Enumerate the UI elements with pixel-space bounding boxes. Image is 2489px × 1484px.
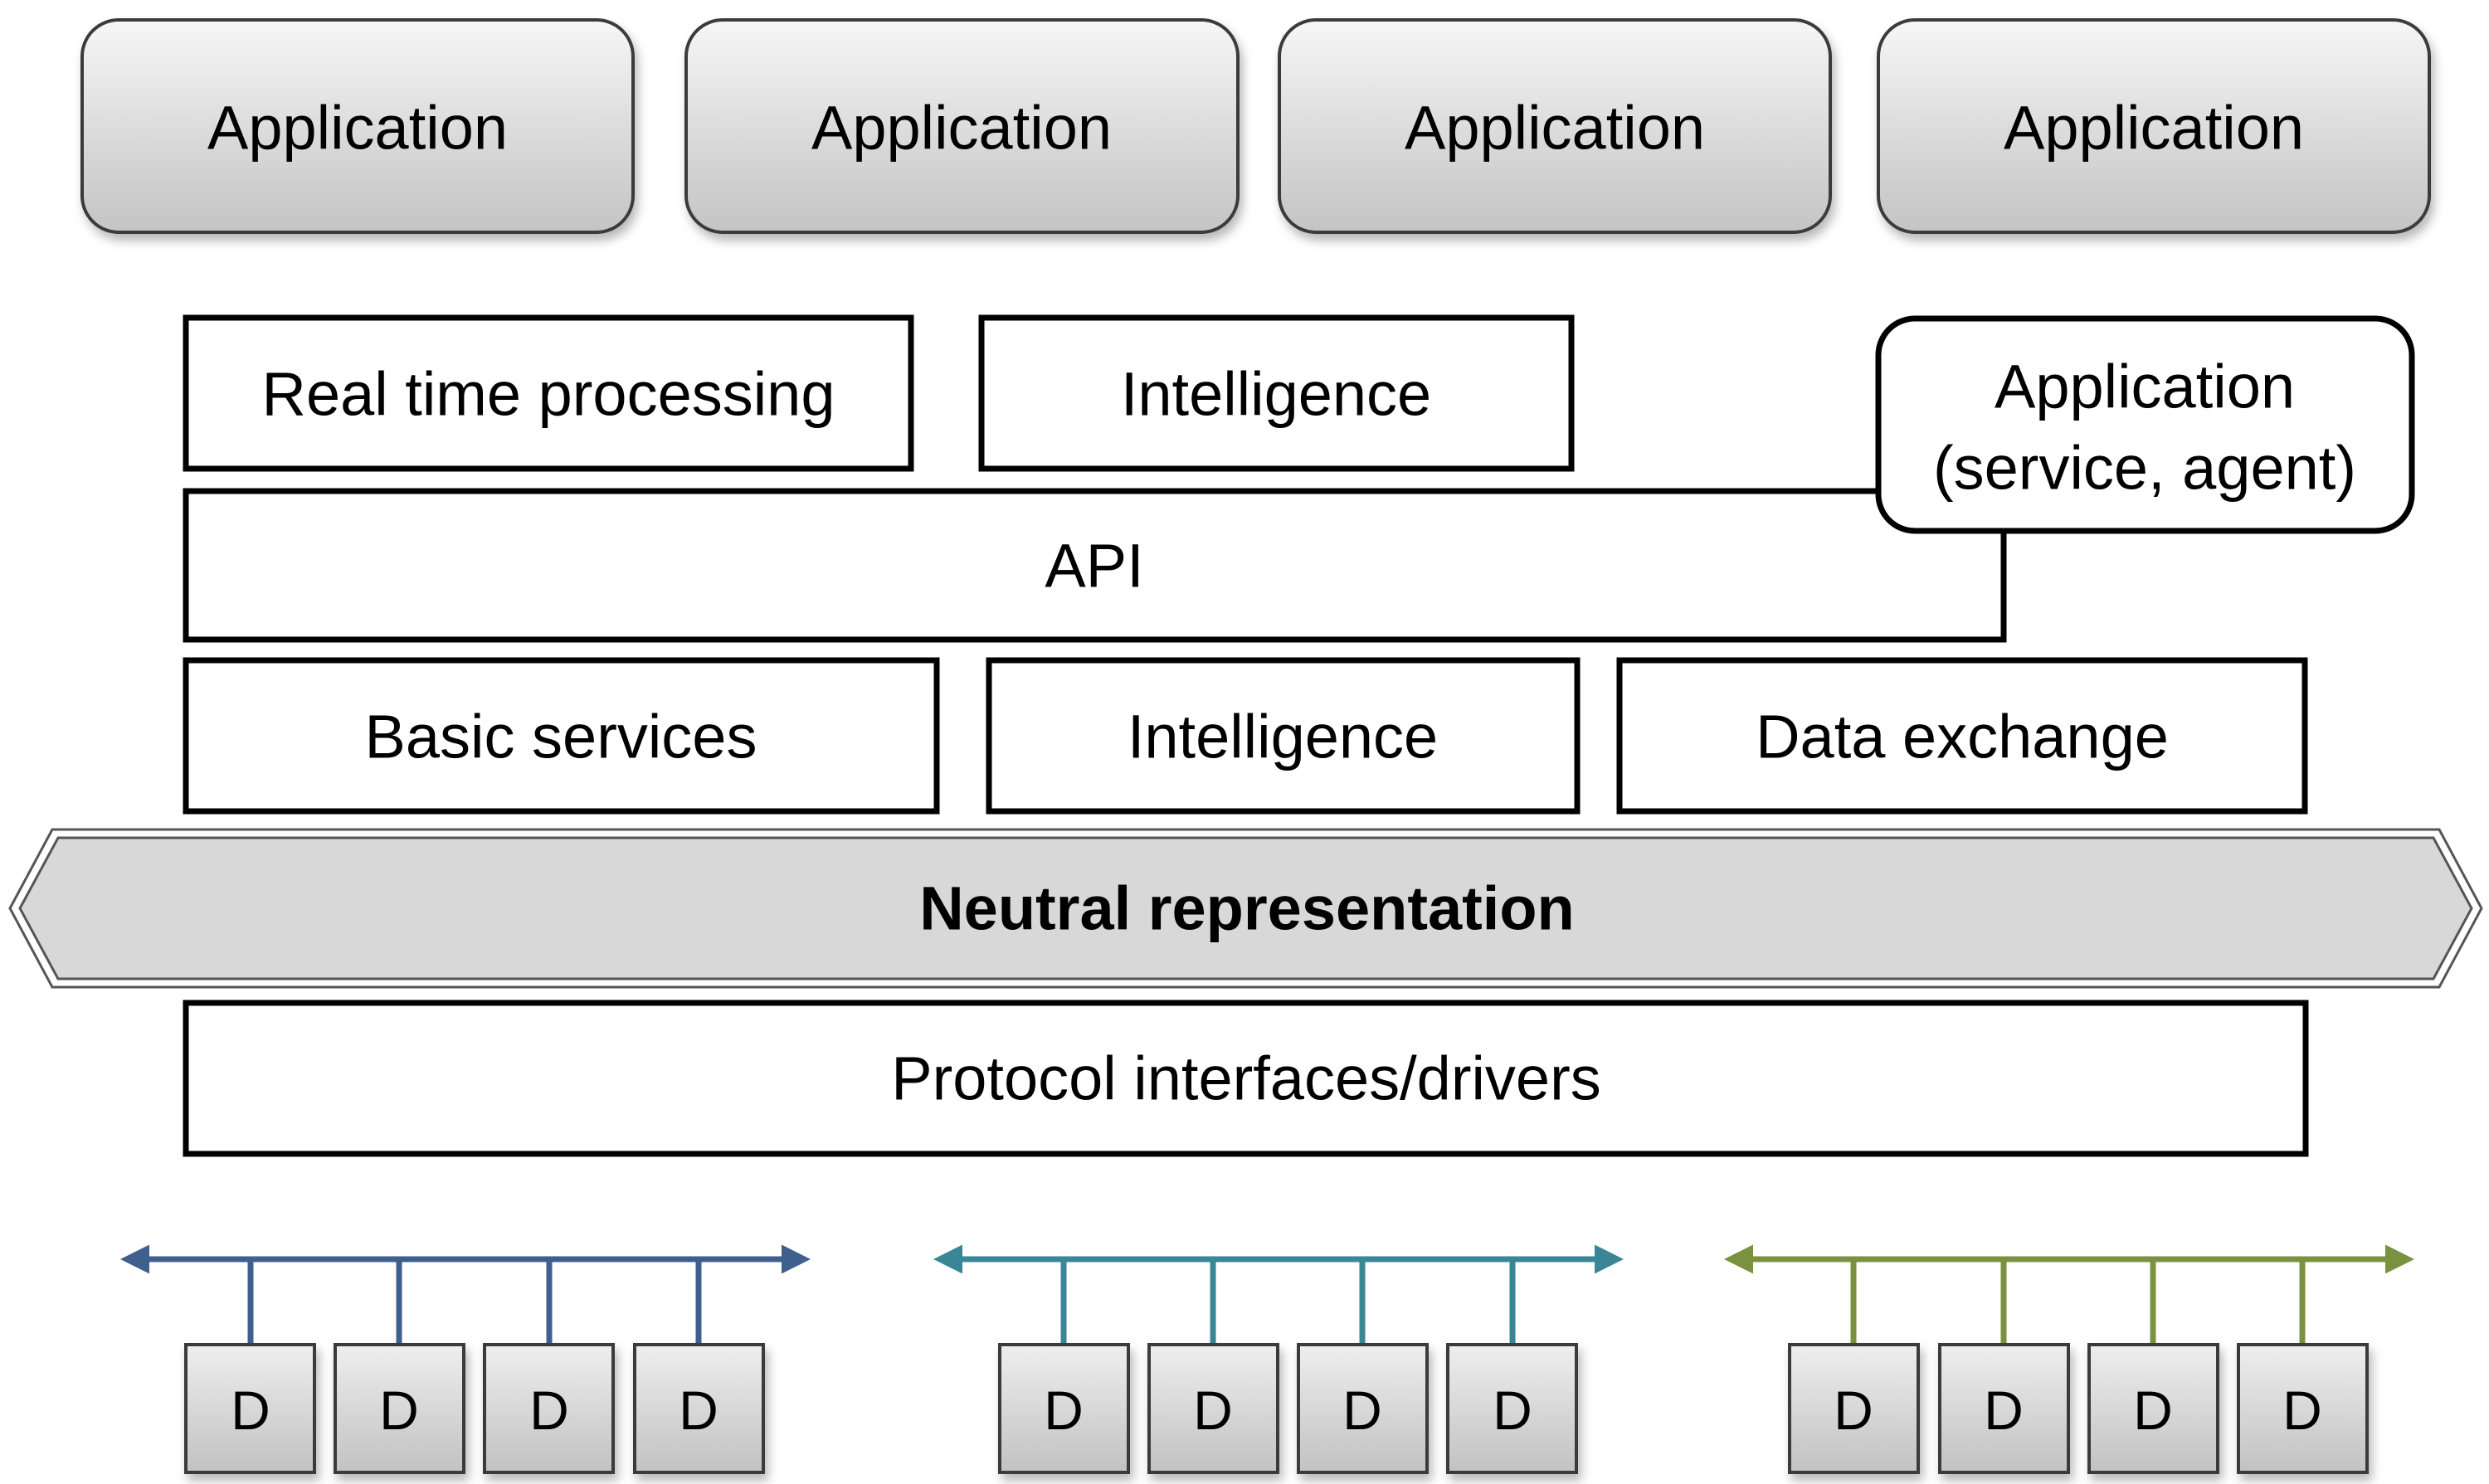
device-box: D <box>998 1343 1130 1474</box>
upper-intelligence-label: Intelligence <box>1121 360 1431 429</box>
protocol-interfaces-label: Protocol interfaces/drivers <box>891 1044 1600 1113</box>
application-service-agent-box: Application (service, agent) <box>1875 315 2415 534</box>
device-label: D <box>1044 1379 1084 1441</box>
device-box: D <box>334 1343 465 1474</box>
device-label: D <box>679 1379 718 1441</box>
neutral-representation-band: Neutral representation <box>8 828 2483 989</box>
application-box-4: Application <box>1877 18 2431 234</box>
device-box: D <box>633 1343 765 1474</box>
basic-services-label: Basic services <box>365 703 757 771</box>
device-bus-3: D D D D <box>1724 1244 2414 1474</box>
application-label: Application <box>1405 94 1705 163</box>
device-box: D <box>1147 1343 1279 1474</box>
device-label: D <box>1984 1379 2024 1441</box>
device-box: D <box>184 1343 316 1474</box>
device-box: D <box>1297 1343 1429 1474</box>
api-box: API <box>183 488 2007 643</box>
device-label: D <box>529 1379 569 1441</box>
lower-intelligence-box: Intelligence <box>986 657 1581 815</box>
application-label: Application <box>207 94 508 163</box>
lower-intelligence-label: Intelligence <box>1128 703 1438 771</box>
device-label: D <box>1493 1379 1532 1441</box>
protocol-interfaces-box: Protocol interfaces/drivers <box>183 1000 2309 1157</box>
device-label: D <box>1193 1379 1233 1441</box>
device-box: D <box>2237 1343 2369 1474</box>
device-label: D <box>1834 1379 1873 1441</box>
basic-services-box: Basic services <box>183 657 940 815</box>
device-label: D <box>2133 1379 2173 1441</box>
real-time-processing-box: Real time processing <box>183 314 914 472</box>
application-box-3: Application <box>1278 18 1832 234</box>
device-box: D <box>483 1343 615 1474</box>
device-box: D <box>1788 1343 1920 1474</box>
application-label: Application <box>811 94 1112 163</box>
device-label: D <box>379 1379 419 1441</box>
application-label: Application <box>2004 94 2304 163</box>
data-exchange-label: Data exchange <box>1756 703 2169 771</box>
service-agent-label: (service, agent) <box>1933 434 2356 503</box>
application-box-2: Application <box>684 18 1240 234</box>
application-box-1: Application <box>80 18 635 234</box>
api-label: API <box>1045 532 1143 601</box>
device-box: D <box>2087 1343 2219 1474</box>
upper-intelligence-box: Intelligence <box>978 314 1575 472</box>
device-label: D <box>1342 1379 1382 1441</box>
application-service-label: Application <box>1995 353 2295 421</box>
device-bus-2: D D D D <box>933 1244 1624 1474</box>
device-box: D <box>1938 1343 2070 1474</box>
device-label: D <box>231 1379 270 1441</box>
data-exchange-box: Data exchange <box>1616 657 2308 815</box>
device-box: D <box>1446 1343 1578 1474</box>
device-bus-1: D D D D <box>120 1244 811 1474</box>
real-time-processing-label: Real time processing <box>262 360 835 429</box>
neutral-representation-label: Neutral representation <box>919 874 1575 943</box>
device-label: D <box>2282 1379 2322 1441</box>
